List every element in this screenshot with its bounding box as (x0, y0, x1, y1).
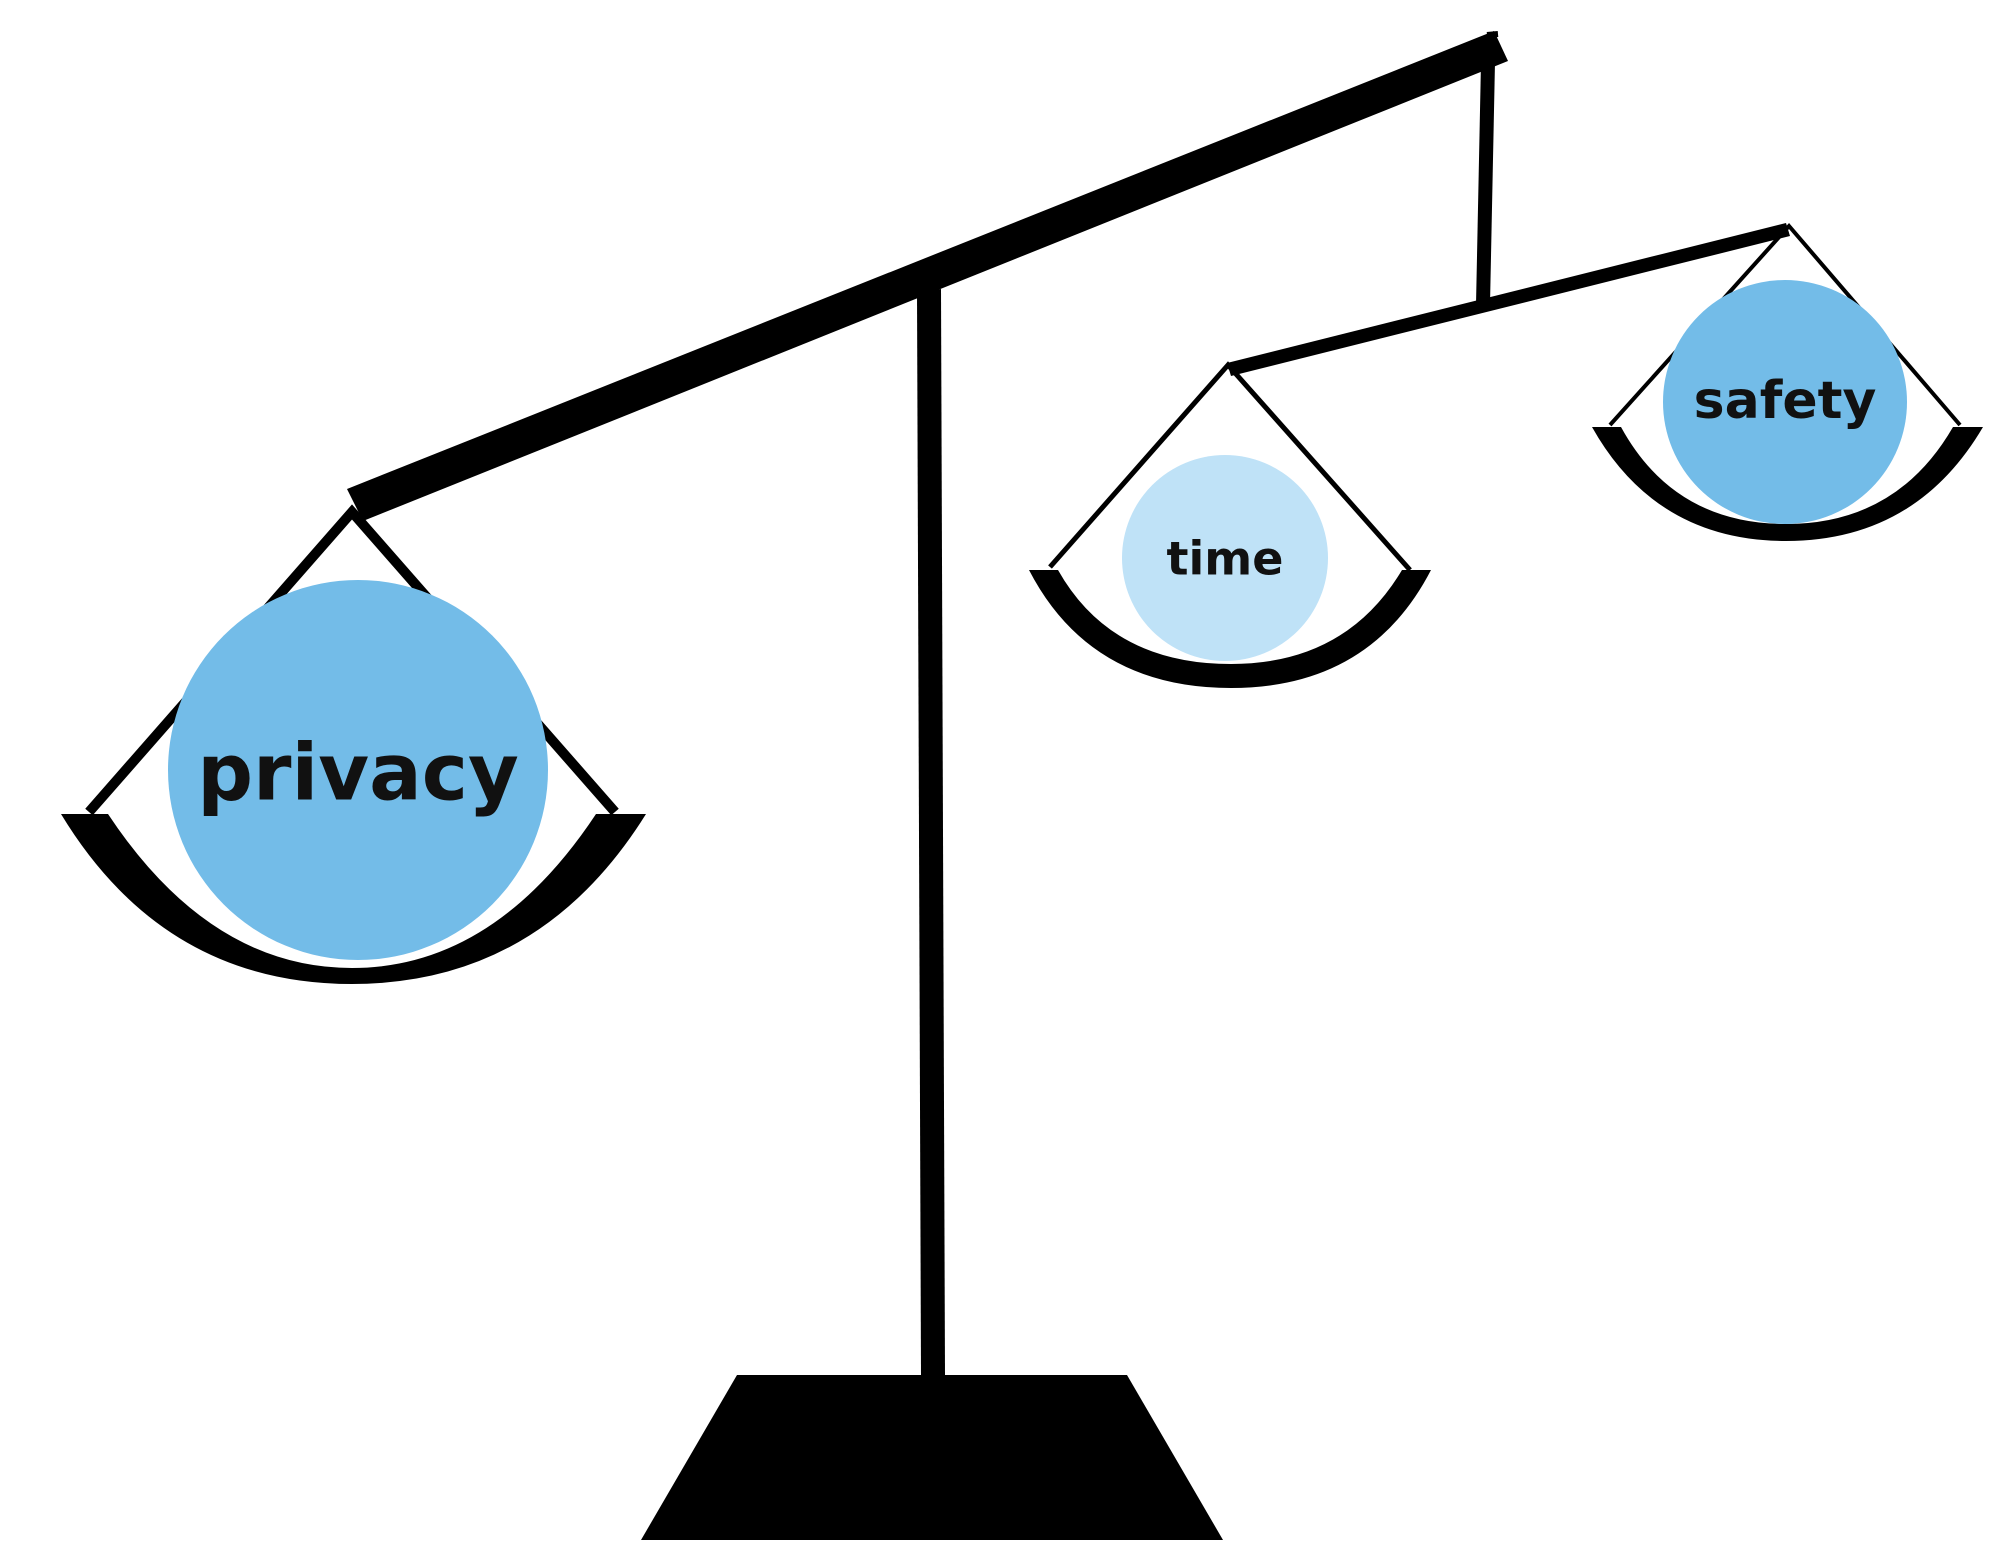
middle-pan (1029, 570, 1431, 688)
middle-pan-assembly (1029, 361, 1431, 688)
main-beam (347, 31, 1508, 521)
privacy-weight: privacy (168, 580, 548, 960)
right-pan-strings (1608, 222, 1962, 427)
secondary-hanger (1476, 62, 1495, 305)
time-weight: time (1122, 455, 1328, 661)
safety-weight: safety (1663, 280, 1907, 524)
safety-weight-circle (1663, 280, 1907, 524)
right-pan-assembly (1592, 222, 1983, 541)
safety-label: safety (1694, 371, 1877, 431)
left-pan (61, 814, 646, 984)
scale-base (641, 1375, 1223, 1540)
privacy-weight-circle (168, 580, 548, 960)
privacy-label: privacy (197, 728, 519, 818)
time-weight-circle (1122, 455, 1328, 661)
middle-pan-strings (1048, 361, 1412, 572)
beam-end-cap (1486, 31, 1499, 38)
secondary-beam (1227, 223, 1790, 376)
scale-pillar (917, 289, 945, 1376)
right-pan (1592, 427, 1983, 541)
time-label: time (1167, 532, 1284, 586)
